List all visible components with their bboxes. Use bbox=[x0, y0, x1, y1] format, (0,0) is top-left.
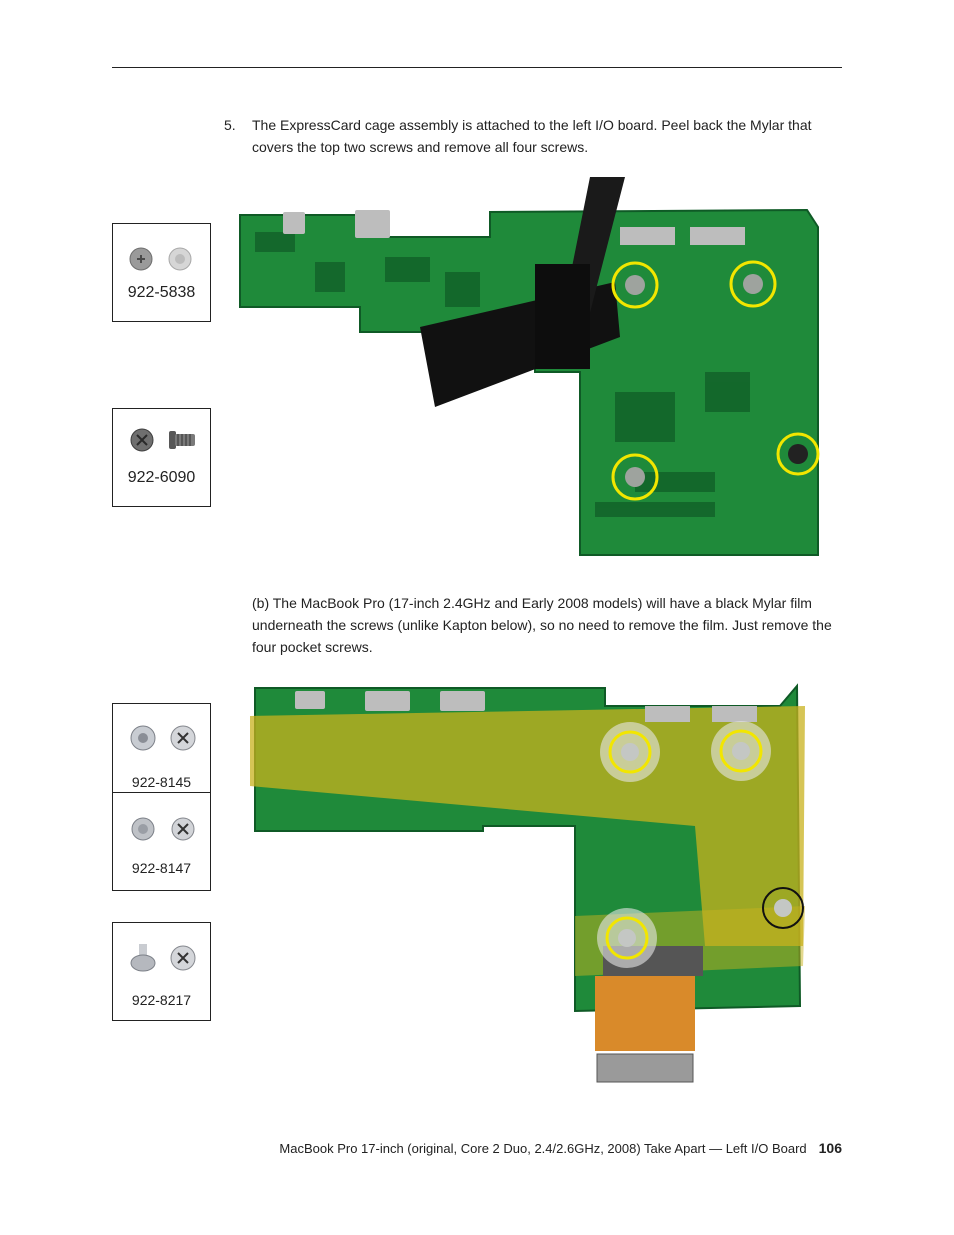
screw-pair-image bbox=[130, 428, 195, 452]
part-box-922-8147: 922-8147 bbox=[112, 792, 211, 891]
part-box-922-6090: 922-6090 bbox=[112, 408, 211, 507]
screw-pair-image bbox=[130, 944, 196, 972]
screw-pair-image bbox=[130, 725, 196, 751]
part-box-922-8217: 922-8217 bbox=[112, 922, 211, 1021]
footer-title: MacBook Pro 17-inch (original, Core 2 Du… bbox=[279, 1141, 807, 1156]
part-number: 922-8147 bbox=[131, 860, 192, 876]
part-box-922-5838: 922-5838 bbox=[112, 223, 211, 322]
left-io-board-photo-with-kapton bbox=[225, 676, 825, 1088]
header-rule bbox=[112, 67, 842, 68]
step-instruction: The ExpressCard cage assembly is attache… bbox=[252, 117, 812, 155]
part-number: 922-5838 bbox=[127, 284, 196, 301]
part-box-922-8145: 922-8145 bbox=[112, 703, 211, 793]
page-footer: MacBook Pro 17-inch (original, Core 2 Du… bbox=[279, 1140, 842, 1156]
part-number: 922-6090 bbox=[127, 469, 196, 486]
page-number: 106 bbox=[818, 1140, 842, 1156]
screw-pair-image bbox=[131, 817, 195, 841]
part-number: 922-8145 bbox=[131, 774, 192, 790]
left-io-board-photo-with-mylar bbox=[239, 177, 820, 556]
step-number: 5. bbox=[224, 117, 236, 133]
note-text: (b) The MacBook Pro (17-inch 2.4GHz and … bbox=[252, 595, 832, 655]
part-number: 922-8217 bbox=[131, 992, 192, 1008]
screw-pair-image bbox=[129, 247, 192, 271]
